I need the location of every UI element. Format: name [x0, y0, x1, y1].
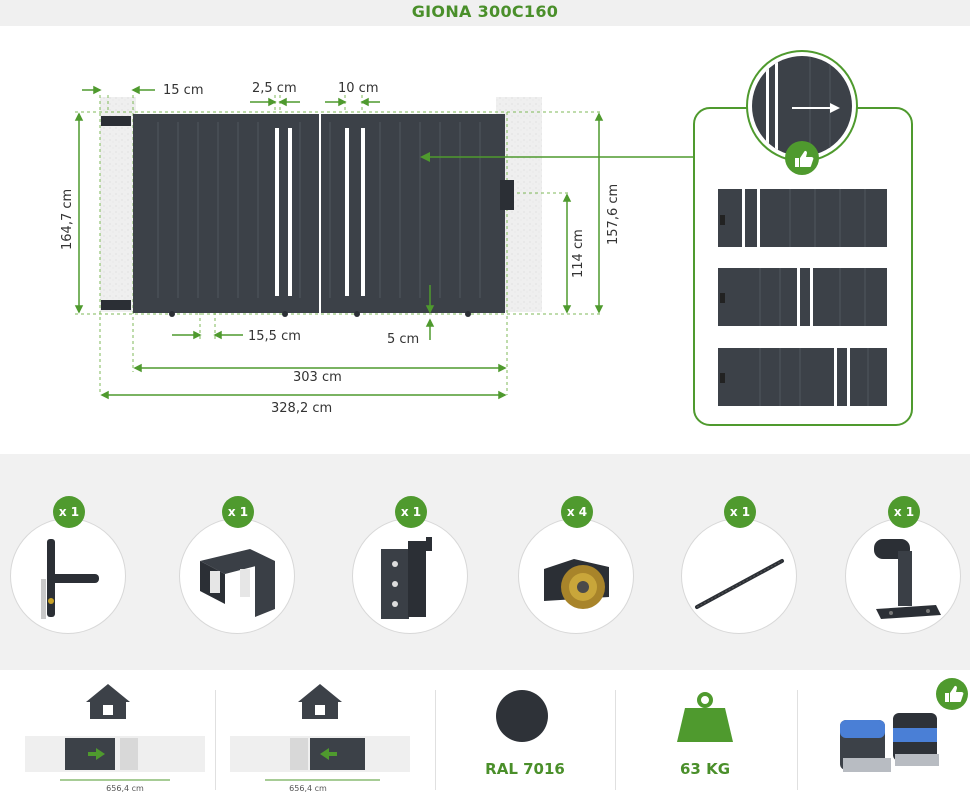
- dim-gate-height: 157,6 cm: [606, 184, 621, 245]
- dim-total-width: 328,2 cm: [271, 401, 332, 416]
- accessory-handle: x 1: [10, 496, 130, 636]
- qty-badge: x 1: [888, 496, 920, 528]
- accessories-band: [0, 454, 970, 670]
- qty-badge: x 4: [561, 496, 593, 528]
- accessory-roller-guide: x 1: [179, 496, 299, 636]
- dim-ground-clearance: 5 cm: [387, 332, 419, 347]
- product-title: GIONA 300C160: [411, 2, 559, 21]
- dim-gate-width: 303 cm: [293, 370, 342, 385]
- qty-badge: x 1: [395, 496, 427, 528]
- accessory-wheel: x 4: [518, 496, 638, 636]
- variant-1: [718, 189, 887, 247]
- qty-badge: x 1: [222, 496, 254, 528]
- qty-badge: x 1: [53, 496, 85, 528]
- left-pillar: [100, 97, 136, 312]
- rack-icon: [695, 559, 784, 609]
- accessory-lock-keeper: x 1: [352, 496, 472, 636]
- gate-diagram: 15 cm 2,5 cm 10 cm 164,7 cm 157,6 cm 114…: [60, 50, 913, 426]
- stopper-icon: [874, 539, 941, 619]
- divider: [435, 690, 436, 790]
- title-band: [0, 0, 970, 26]
- thumbs-up-icon: [936, 678, 968, 710]
- gate-left-leaf: [133, 114, 319, 313]
- divider: [215, 690, 216, 790]
- variant-2: [718, 268, 887, 326]
- qty-badge: x 1: [724, 496, 756, 528]
- divider: [797, 690, 798, 790]
- dim-leaf-gap: 10 cm: [338, 81, 379, 96]
- divider: [615, 690, 616, 790]
- dim-handle-height: 114 cm: [571, 229, 586, 278]
- color-swatch: [496, 690, 548, 742]
- wheel-icon: [544, 559, 609, 609]
- dim-total-height: 164,7 cm: [60, 189, 75, 250]
- dim-post-width: 15 cm: [163, 83, 204, 98]
- motor-icon: [840, 713, 939, 772]
- opening-right-width: 656,4 cm: [289, 784, 327, 793]
- gate-right-leaf: [321, 114, 505, 313]
- lock-keeper-icon: [381, 537, 432, 619]
- accessory-rack: x 1: [681, 496, 801, 636]
- color-code: RAL 7016: [485, 760, 565, 778]
- dim-frame-gap: 2,5 cm: [252, 81, 297, 96]
- house-icon: [86, 684, 130, 719]
- accessory-stopper: x 1: [845, 496, 965, 636]
- variant-3: [718, 348, 887, 406]
- opening-left-diagram: [25, 684, 205, 781]
- house-icon: [298, 684, 342, 719]
- opening-right-diagram: [230, 684, 410, 781]
- weight-icon: [677, 692, 733, 742]
- dim-bottom-offset: 15,5 cm: [248, 329, 301, 344]
- weight-value: 63 KG: [679, 760, 731, 778]
- gate-handle-icon: [41, 539, 99, 619]
- opening-left-width: 656,4 cm: [106, 784, 144, 793]
- roller-guide-icon: [200, 549, 275, 617]
